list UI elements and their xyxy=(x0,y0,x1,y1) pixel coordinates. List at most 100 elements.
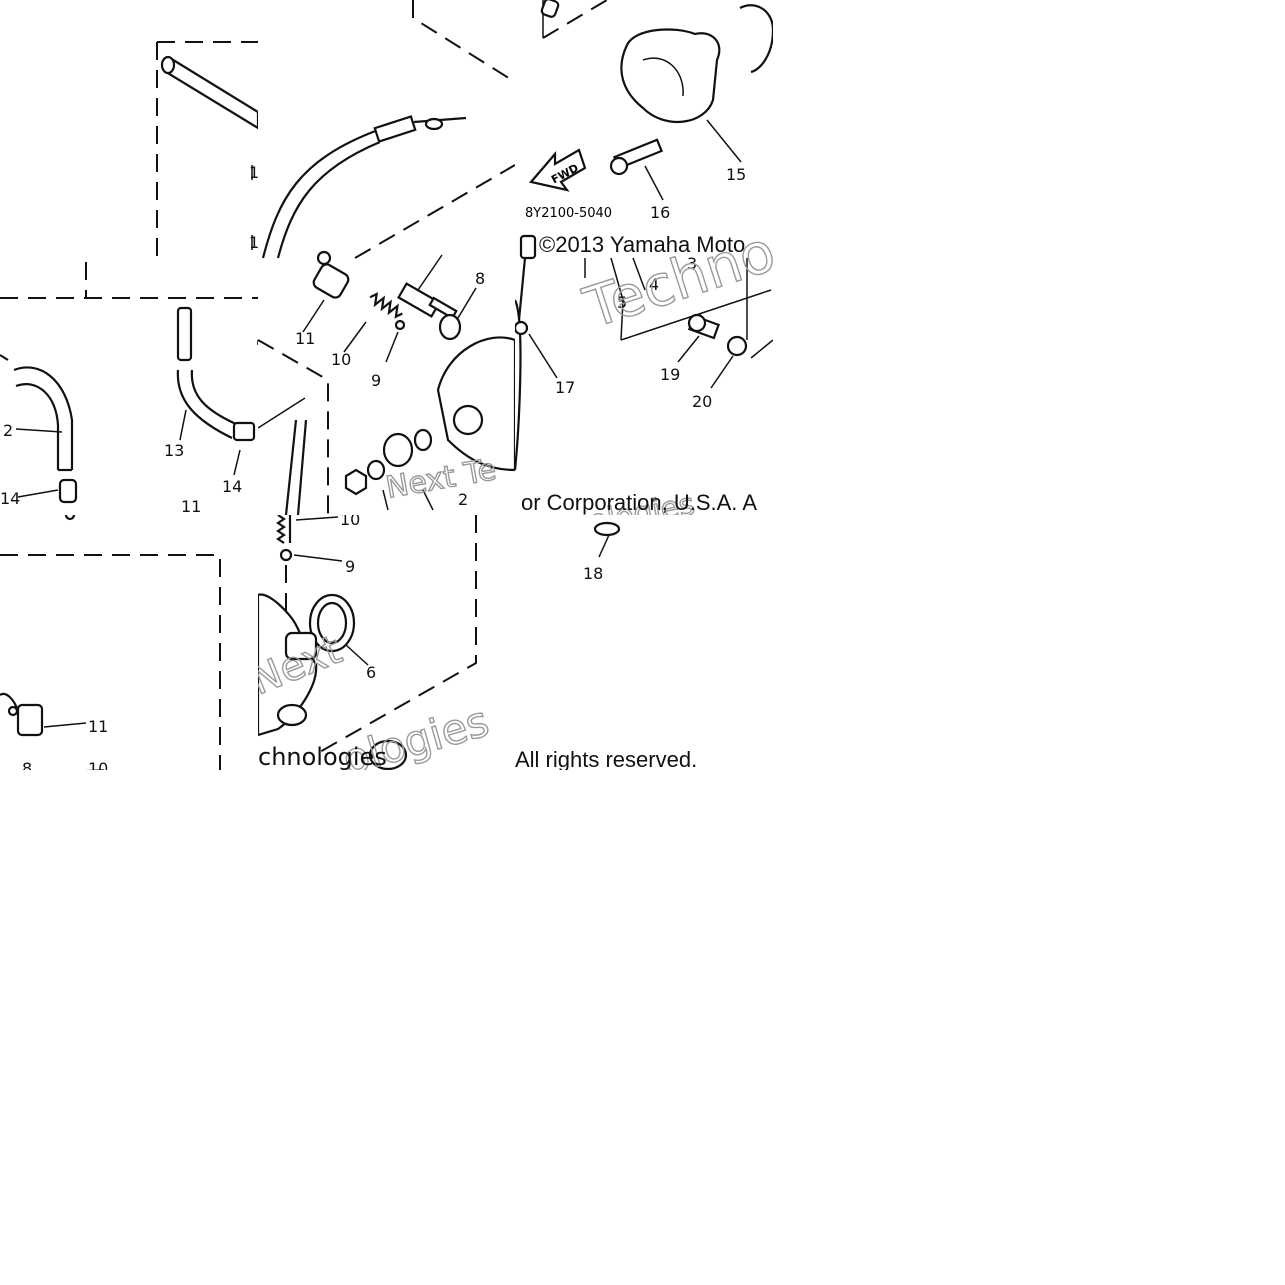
fitting-11-nipple xyxy=(316,250,332,266)
leader-line xyxy=(598,534,610,558)
bolt-19-head xyxy=(687,313,707,333)
pump-cover-drawing: FWD 8Y2100-5040 15 16 17 3 4 5 19 20 Tec… xyxy=(515,0,773,515)
watermark-text: chnologies xyxy=(258,743,387,770)
fitting-11 xyxy=(312,263,350,299)
leader-line xyxy=(382,489,434,511)
part-label-15: 15 xyxy=(726,165,746,184)
washer-20 xyxy=(726,335,748,357)
copyright-text: ©2013 Yamaha Moto xyxy=(539,232,746,257)
leader-line xyxy=(457,287,477,319)
leader-line xyxy=(677,335,700,363)
part-label-11: 11 xyxy=(295,329,315,348)
leader-line xyxy=(345,644,369,666)
fitting-17 xyxy=(515,320,529,336)
clamp-18 xyxy=(593,521,621,537)
fitting-17-line xyxy=(517,257,527,321)
hose-2 xyxy=(15,383,60,470)
diagram-tile-bottom-middle: 10 9 6 Next ologies chnologies xyxy=(258,515,515,770)
housing-port xyxy=(276,703,308,727)
o-ring xyxy=(739,4,773,74)
hose-2 xyxy=(13,366,74,470)
part-label-14: 14 xyxy=(222,477,242,496)
diagram-tile-top-right: FWD 8Y2100-5040 15 16 17 3 4 5 19 20 Tec… xyxy=(515,0,773,515)
diaphragm xyxy=(382,432,414,468)
spring-10 xyxy=(276,515,292,544)
part-label-18: 18 xyxy=(583,564,603,583)
fitting-section-drawing: 11 8 10 xyxy=(0,515,221,770)
leader-line xyxy=(258,397,306,429)
part-label-11: 11 xyxy=(88,717,108,736)
fitting-17-top xyxy=(519,234,537,260)
valve-section-drawing: 11 10 9 8 2 Next Te xyxy=(258,0,515,515)
hose-clamp-drawing: 18 xyxy=(583,521,621,583)
part-label-1: 1 xyxy=(249,163,258,182)
diagram-tile-bottom-right: 18 All rights reserved. xyxy=(515,515,773,770)
valve-hub xyxy=(452,404,484,436)
cable-adjuster xyxy=(373,115,417,143)
part-label-4: 4 xyxy=(649,275,659,294)
part-label-7: 11 xyxy=(181,497,201,515)
nut xyxy=(344,468,368,496)
part-label-10: 10 xyxy=(340,515,360,529)
part-label-16: 16 xyxy=(650,203,670,222)
diagram-tile-top-middle: 11 10 9 8 2 Next Te xyxy=(258,0,515,515)
part-label-9: 9 xyxy=(371,371,381,390)
washer-8 xyxy=(438,313,462,341)
nut-washer xyxy=(366,459,386,481)
ball-9 xyxy=(394,319,406,331)
part-label-20: 20 xyxy=(692,392,712,411)
leader-line xyxy=(293,554,343,562)
leader-line xyxy=(385,331,399,363)
drawing-code: 8Y2100-5040 xyxy=(525,206,612,221)
hose-section-drawing: 1 1 2 13 14 14 11 xyxy=(0,41,258,515)
seal-section-drawing: 10 9 6 Next ologies chnologies xyxy=(258,515,495,770)
part-label-5: 5 xyxy=(617,293,627,312)
ball xyxy=(64,515,76,521)
part-label-8: 8 xyxy=(22,759,32,770)
pipe-end xyxy=(160,55,176,75)
screw-shank xyxy=(428,296,458,320)
leader-line xyxy=(417,254,443,291)
bracket-line xyxy=(750,339,773,359)
fitting-11-tip xyxy=(7,705,19,717)
valve-body-edge xyxy=(515,299,522,471)
rod xyxy=(284,419,308,515)
diagram-tile-top-left: 1 1 2 13 14 14 11 xyxy=(0,0,258,515)
leader-line xyxy=(710,355,734,389)
pump-cover-detail xyxy=(642,57,684,97)
cable-nipple xyxy=(424,117,444,131)
leader-line xyxy=(644,165,664,201)
part-label-1: 1 xyxy=(249,233,258,252)
housing-port xyxy=(368,739,408,770)
spring-10 xyxy=(369,292,403,319)
hose-13-straight xyxy=(176,306,193,362)
dashed-boundary xyxy=(412,0,515,83)
clamp-14 xyxy=(58,478,78,504)
dashed-boundary xyxy=(317,515,477,754)
dashed-boundary xyxy=(542,0,608,39)
copyright-text-line2: or Corporation, U.S.A. A xyxy=(521,490,757,515)
rights-text: All rights reserved. xyxy=(515,747,698,770)
leader-line xyxy=(528,333,558,379)
leader-line xyxy=(233,449,241,476)
leader-line xyxy=(343,321,367,353)
part-label-3: 3 xyxy=(687,254,697,273)
fwd-arrow-icon: FWD xyxy=(528,148,587,192)
part-label-8: 8 xyxy=(475,269,485,288)
clamp-14 xyxy=(232,421,256,442)
part-label-2: 2 xyxy=(458,490,468,509)
throttle-cable xyxy=(261,128,379,259)
throttle-cable xyxy=(276,140,381,259)
leader-line xyxy=(15,428,63,433)
part-label-19: 19 xyxy=(660,365,680,384)
leader-line xyxy=(295,516,339,521)
ball-9 xyxy=(279,548,293,562)
leader-line xyxy=(584,257,646,341)
hose-end xyxy=(0,354,9,361)
part-label-6: 6 xyxy=(366,663,376,682)
part-label-14: 14 xyxy=(0,489,20,508)
dashed-boundary xyxy=(0,554,221,770)
leader-line xyxy=(706,119,742,163)
fitting-11 xyxy=(16,703,44,737)
hose-13 xyxy=(176,369,237,439)
